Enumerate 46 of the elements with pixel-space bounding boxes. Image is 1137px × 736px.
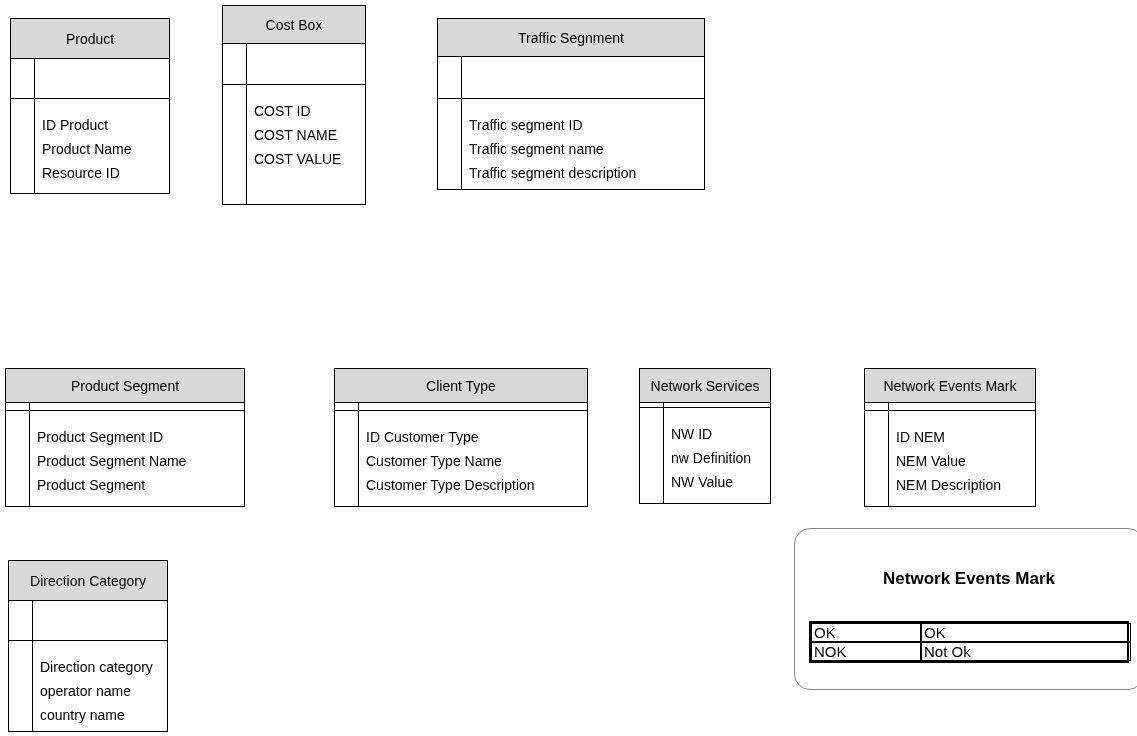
attribute-text: operator name — [40, 682, 133, 701]
attribute-text: NW Value — [671, 473, 734, 492]
table-cell: Not Ok — [921, 642, 1131, 661]
attribute-text: Product Name — [42, 140, 133, 159]
table-cell: NOK — [811, 642, 921, 661]
entity-table — [10, 18, 170, 194]
card-title: Network Events Mark — [882, 569, 1056, 589]
entity-table — [639, 368, 771, 504]
table-cell: OK — [921, 623, 1131, 642]
table-cell: OK — [811, 623, 921, 642]
attribute-text: Resource ID — [42, 164, 121, 183]
attribute-text: COST NAME — [254, 126, 338, 145]
table-header: Product Segment — [6, 369, 244, 403]
attribute-text: country name — [40, 706, 126, 725]
table-header: Direction Category — [9, 561, 167, 601]
attribute-text: Product Segment Name — [37, 452, 188, 471]
entity-table — [8, 560, 168, 732]
table-header: Traffic Segnment — [438, 19, 704, 57]
table-header: Network Events Mark — [865, 369, 1035, 403]
attribute-text: Customer Type Name — [366, 452, 503, 471]
table-header: Client Type — [335, 369, 587, 403]
attribute-text: COST VALUE — [254, 150, 343, 169]
entity-table — [222, 5, 366, 205]
attribute-text: ID Product — [42, 116, 110, 135]
attribute-text: ID Customer Type — [366, 428, 480, 447]
entity-table — [5, 368, 245, 507]
attribute-text: Direction category — [40, 658, 154, 677]
attribute-text: NEM Description — [896, 476, 1003, 495]
lookup-card — [794, 528, 1137, 690]
attribute-text: Traffic segment name — [469, 140, 605, 159]
attribute-text: Customer Type Description — [366, 476, 536, 495]
attribute-text: Traffic segment description — [469, 164, 638, 183]
attribute-text: Product Segment — [37, 476, 147, 495]
attribute-text: NW ID — [671, 425, 714, 444]
attribute-text: ID NEM — [896, 428, 946, 447]
table-header: Network Services — [640, 369, 770, 403]
entity-table — [437, 18, 705, 190]
attribute-text: NEM Value — [896, 452, 967, 471]
table-header: Product — [11, 19, 169, 59]
attribute-text: Traffic segment ID — [469, 116, 584, 135]
attribute-text: COST ID — [254, 102, 312, 121]
entity-table — [334, 368, 588, 507]
attribute-text: nw Definition — [671, 449, 753, 468]
table-header: Cost Box — [223, 6, 365, 44]
attribute-text: Product Segment ID — [37, 428, 165, 447]
entity-table — [864, 368, 1036, 507]
